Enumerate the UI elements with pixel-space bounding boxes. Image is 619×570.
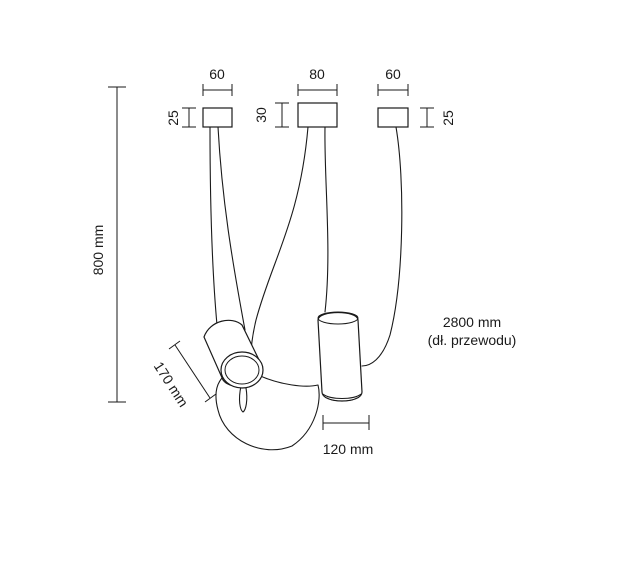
shade-length-label: 170 mm bbox=[151, 359, 192, 410]
dimension-shade-length: 170 mm bbox=[151, 340, 217, 410]
dimension-total-height: 800 mm bbox=[90, 86, 126, 403]
cable-bottom-loop bbox=[215, 374, 320, 451]
shade-bottom-label: 120 mm bbox=[323, 441, 374, 457]
canopy-right bbox=[377, 107, 409, 128]
cable-right-to-center bbox=[361, 126, 403, 367]
cable-center-to-left bbox=[250, 126, 309, 373]
canopy-left bbox=[202, 107, 233, 128]
canopy-left-width-label: 60 bbox=[209, 66, 225, 82]
cable-length-note: (dł. przewodu) bbox=[428, 332, 517, 348]
dimension-canopy-center-height: 30 bbox=[253, 102, 289, 128]
canopy-center bbox=[297, 102, 338, 128]
canopy-center-width-label: 80 bbox=[309, 66, 325, 82]
dimension-shade-bottom: 120 mm bbox=[322, 415, 374, 457]
canopy-center-height-label: 30 bbox=[253, 107, 269, 123]
dimension-canopy-right-height: 25 bbox=[420, 107, 456, 128]
dimension-canopy-right-width: 60 bbox=[377, 66, 409, 96]
spotlight-center bbox=[317, 311, 363, 402]
spotlight-left bbox=[203, 319, 264, 389]
canopy-right-height-label: 25 bbox=[440, 110, 456, 126]
dimension-canopy-left-height: 25 bbox=[165, 107, 196, 128]
dimension-canopy-center-width: 80 bbox=[297, 66, 338, 96]
cable-left-inner bbox=[217, 126, 246, 331]
canopy-right-width-label: 60 bbox=[385, 66, 401, 82]
dimension-canopy-left-width: 60 bbox=[202, 66, 233, 96]
cable-length-label: 2800 mm bbox=[443, 314, 501, 330]
canopy-left-height-label: 25 bbox=[165, 110, 181, 126]
cable-left-outer bbox=[209, 126, 218, 326]
cable-drop-inner bbox=[238, 385, 248, 413]
cable-center-to-center bbox=[324, 126, 329, 313]
total-height-label: 800 mm bbox=[90, 225, 106, 276]
cables bbox=[209, 126, 403, 451]
